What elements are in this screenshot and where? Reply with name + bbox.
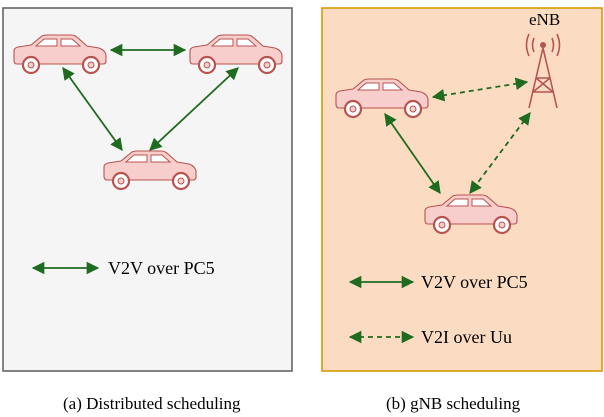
cell-tower-icon [525, 33, 561, 109]
panel-a-frame [2, 7, 293, 372]
v2v-link [384, 112, 441, 195]
legend-v2v-label: V2V over PC5 [108, 258, 215, 278]
legend-v2v-label: V2V over PC5 [421, 272, 528, 292]
caption-b: (b) gNB scheduling [386, 394, 521, 413]
legend-v2i-label: V2I over Uu [421, 327, 512, 347]
panel-b-frame [321, 7, 603, 372]
v2v-link [62, 66, 123, 152]
panel-gnb: eNB V2V over PC5 V2I over Uu [321, 7, 603, 372]
v2i-link [431, 77, 529, 102]
enb-label: eNB [529, 10, 560, 29]
panel-distributed: V2V over PC5 [2, 7, 293, 372]
v2v-link [149, 67, 239, 151]
caption-a: (a) Distributed scheduling [63, 394, 241, 413]
v2i-link [469, 111, 531, 195]
